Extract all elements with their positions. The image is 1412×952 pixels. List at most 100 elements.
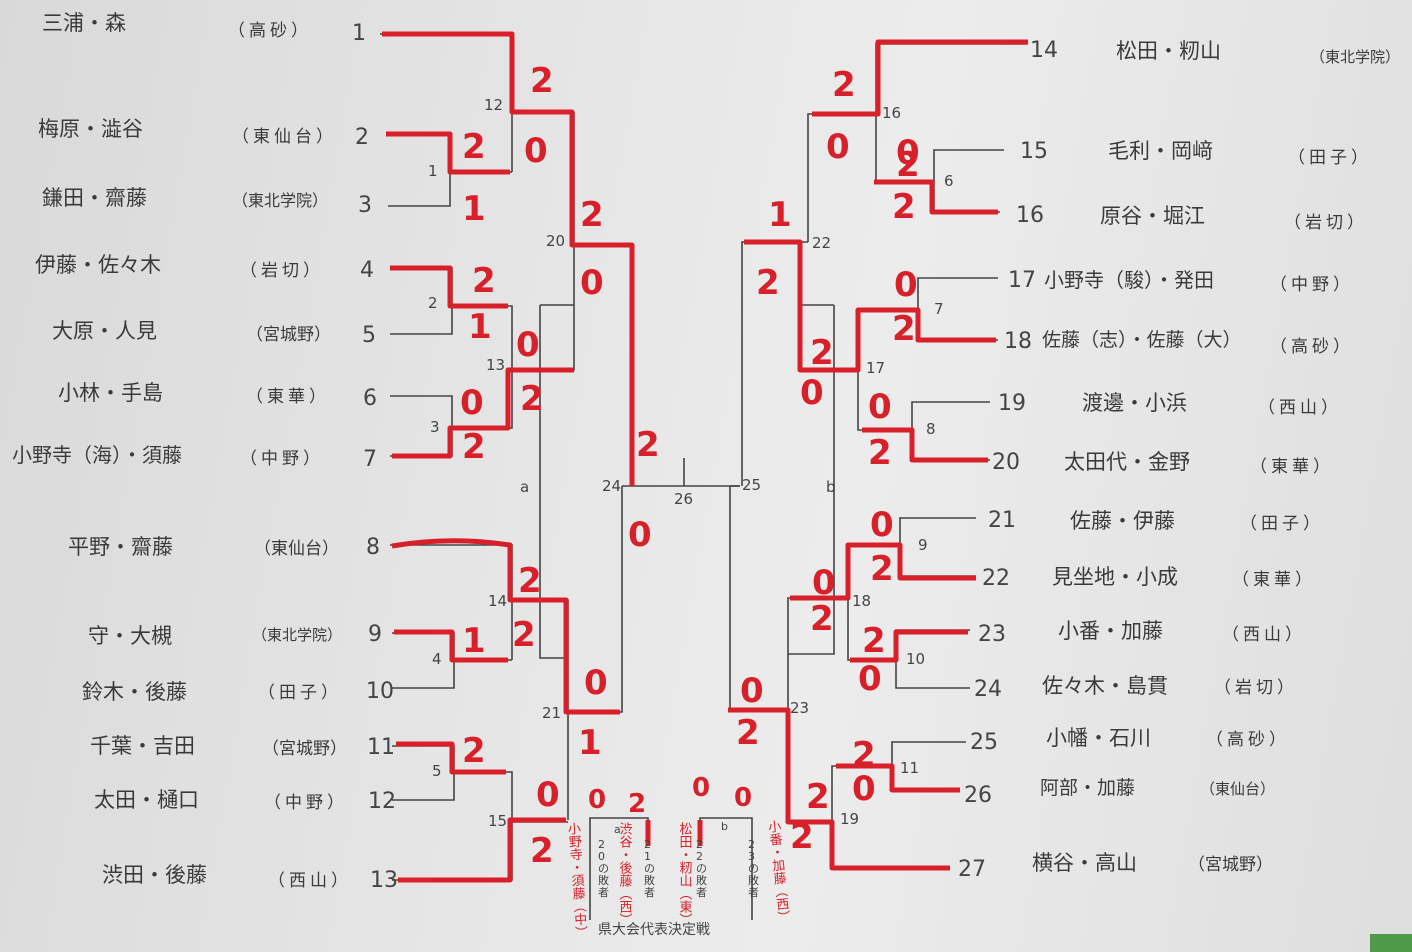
entry-club: （田子） (258, 683, 342, 703)
score: 0 (800, 373, 824, 413)
tape-strip (1370, 934, 1412, 952)
entry-6: 小林・手島 （東華） 6 (58, 381, 377, 411)
entry-club: （東北学院） (232, 191, 328, 210)
handwritten-name: 小野寺・須藤（中） (565, 821, 589, 939)
entry-seed: 2 (355, 125, 369, 150)
entry-seed: 12 (368, 789, 396, 814)
entry-4: 伊藤・佐々木（岩切）4 (35, 253, 374, 283)
entry-seed: 8 (366, 535, 380, 560)
handwritten-name: 松田・籾山（東） (677, 822, 693, 926)
entry-club: （高砂） (228, 21, 312, 41)
match-number: 18 (852, 592, 871, 610)
entry-name: 見坐地・小成 (1052, 565, 1178, 589)
match-number: a (520, 478, 529, 496)
entry-name: 鎌田・齋藤 (42, 186, 147, 210)
score: 0 (524, 131, 548, 171)
entry-name: 佐藤（志）・佐藤（大） (1042, 329, 1242, 351)
score: 2 (636, 425, 660, 465)
score: 1 (578, 723, 602, 763)
entry-name: 太田・樋口 (94, 788, 199, 812)
entry-12: 太田・樋口（中野）12 (94, 788, 396, 814)
score: 0 (460, 383, 484, 423)
score: 2 (518, 561, 542, 601)
score: 2 (868, 433, 892, 473)
score: 2 (810, 333, 834, 373)
score: 0 (858, 659, 882, 699)
entry-name: 平野・齋藤 (68, 535, 173, 559)
match-number: b (721, 820, 728, 833)
entry-3: 鎌田・齋藤（東北学院）3 (42, 186, 372, 218)
entry-name: 小番・加藤 (1058, 619, 1163, 643)
score: 2 (580, 195, 604, 235)
score: 0 (870, 505, 894, 545)
entry-seed: 4 (360, 258, 374, 283)
score: 2 (530, 831, 554, 871)
entry-club: （宮城野） (1188, 855, 1273, 875)
entry-name: 梅原・澁谷 (38, 117, 143, 141)
score: 0 (826, 127, 850, 167)
score: 2 (462, 127, 486, 167)
score: 0 (896, 133, 920, 173)
entry-name: 阿部・加藤 (1040, 777, 1135, 799)
entry-club: （東華） (246, 387, 330, 407)
score: 0 (584, 663, 608, 703)
entry-seed: 18 (1004, 329, 1032, 354)
match-number: 6 (944, 172, 954, 190)
score: 2 (756, 263, 780, 303)
match-number: b (826, 478, 836, 496)
score: 2 (628, 789, 646, 819)
match-number: 10 (906, 650, 925, 668)
score: 1 (768, 195, 792, 235)
match-number: 26 (674, 490, 693, 508)
entry-club: （田子） (1288, 148, 1372, 168)
entry-club: （田子） (1240, 514, 1324, 534)
entry-13: 渋田・後藤（西山）13 (102, 863, 398, 893)
entry-seed: 22 (982, 566, 1010, 591)
match-number: 11 (900, 759, 919, 777)
entry-club: （岩切） (1214, 678, 1298, 698)
score: 0 (894, 265, 918, 305)
entry-name: 横谷・高山 (1032, 851, 1137, 875)
match-number: 9 (918, 536, 928, 554)
entry-club: （岩切） (1284, 213, 1368, 233)
entry-seed: 25 (970, 730, 998, 755)
match-number: 13 (486, 356, 505, 374)
match-number: 4 (432, 650, 442, 668)
handwritten-name: 小番・加藤（西） (765, 819, 791, 924)
entry-name: 小幡・石川 (1046, 726, 1151, 750)
entry-name: 小野寺（海）・須藤 (12, 443, 182, 467)
entry-9: 守・大槻（東北学院）9 (88, 622, 382, 648)
match-number: 20 (546, 232, 565, 250)
match-number: 22 (812, 234, 831, 252)
entry-seed: 11 (367, 735, 395, 760)
entry-club: （東仙台） (1200, 780, 1275, 798)
match-number: 16 (882, 104, 901, 122)
entry-name: 小林・手島 (58, 381, 163, 405)
entry-seed: 15 (1020, 139, 1048, 164)
entry-2: 梅原・澁谷（東仙台）2 (38, 117, 369, 150)
entry-seed: 5 (362, 323, 376, 348)
entry-name: 佐藤・伊藤 (1070, 509, 1175, 533)
consolation-title: 県大会代表決定戦 (598, 922, 710, 938)
entry-seed: 6 (363, 386, 377, 411)
score: 0 (740, 671, 764, 711)
match-number: 1 (428, 162, 438, 180)
match-number: 24 (602, 477, 621, 495)
entry-name: 渡邊・小浜 (1082, 391, 1187, 415)
score: 2 (472, 261, 496, 301)
score: 0 (536, 775, 560, 815)
entry-seed: 19 (998, 391, 1026, 416)
score: 2 (736, 713, 760, 753)
score: 2 (810, 599, 834, 639)
entry-club: （西山） (1222, 625, 1306, 645)
score: 0 (588, 785, 606, 815)
